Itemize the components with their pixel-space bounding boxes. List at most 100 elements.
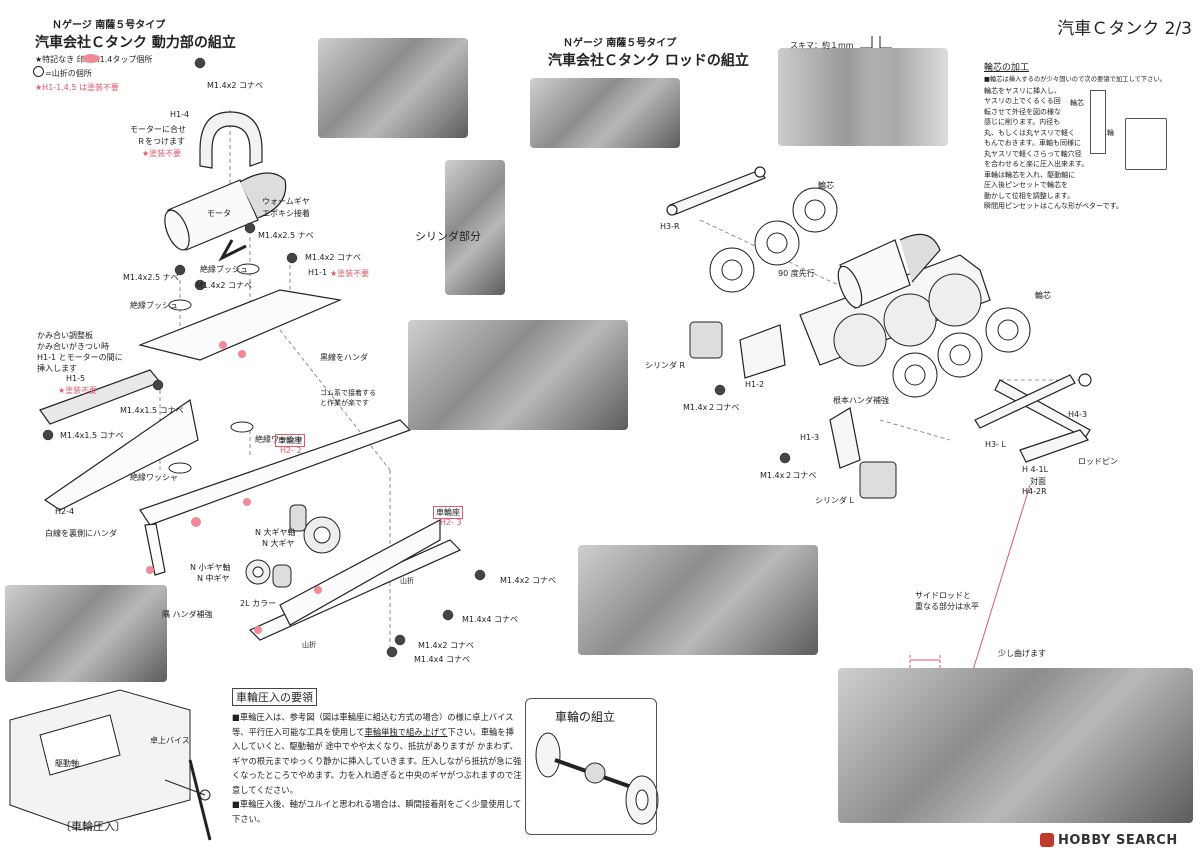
label-deg90: 90 度先行 bbox=[778, 269, 815, 278]
photo-motor-unit bbox=[318, 38, 468, 138]
press-caption: 〔車輪圧入〕 bbox=[60, 820, 126, 833]
label-rod-pin: ロッドピン bbox=[1078, 457, 1118, 466]
wheel-core-line: 瞬間用ピンセットはこんな形がベターです。 bbox=[984, 202, 1123, 210]
right-subtitle: Ｎゲージ 南薩５号タイプ bbox=[563, 38, 677, 49]
label-side-rod-2: 重なる部分は水平 bbox=[915, 602, 979, 611]
label-h1-5: H1-5 bbox=[66, 374, 86, 383]
wheel-assembly-box bbox=[525, 698, 657, 835]
logo-mark-icon bbox=[1040, 833, 1054, 847]
label-white-wire: 白線を裏側にハンダ bbox=[45, 529, 117, 538]
label-n-small-shaft: N 小ギヤ軸 bbox=[190, 563, 231, 572]
label-cylinder-part: シリンダ部分 bbox=[415, 230, 481, 243]
label-m14x2-top: M1.4x2 コナベ bbox=[207, 81, 263, 90]
label-bend-slightly: 少し曲げます bbox=[998, 649, 1046, 658]
label-taimen: 対面 bbox=[1030, 477, 1046, 486]
photo-wheel-set bbox=[578, 545, 818, 655]
label-m14x2-d: M1.4x2 コナベ bbox=[500, 576, 556, 585]
label-mesh-1: かみ合い調整板 bbox=[37, 331, 93, 340]
label-h2-3: H2- 3 bbox=[440, 518, 462, 527]
label-h3-r: H3-R bbox=[660, 222, 680, 231]
label-h4-1l: H 4-1L bbox=[1022, 465, 1049, 474]
photo-chassis-final bbox=[838, 668, 1193, 823]
press-text-1-underline: 車輪単独で組み上げて bbox=[364, 726, 448, 737]
label-yamaori-1: 山折 bbox=[400, 577, 414, 585]
label-m14x4-b: M1.4x4 コナベ bbox=[414, 655, 470, 664]
label-h1-3: H1-3 bbox=[800, 433, 820, 442]
wheel-core-line: 輪芯をヤスリに挿入し、 bbox=[984, 86, 1061, 95]
label-h1-1: H1-1 bbox=[308, 268, 328, 277]
label-cylinder-r: シリンダ R bbox=[645, 361, 686, 370]
label-wheel-seat-2: 車輪座 bbox=[433, 506, 463, 519]
wheel-core-line: 丸ヤスリで軽くさらって軸穴径 bbox=[984, 149, 1082, 158]
label-h4-3: H4-3 bbox=[1068, 410, 1088, 419]
wheel-core-lines: ■輪芯は挿入するのが少々固いので次の要領で加工して下さい。 輪芯をヤスリに挿入し… bbox=[984, 75, 1184, 212]
label-vise: 卓上バイス bbox=[150, 736, 190, 745]
label-rubber-1: ゴム系で接着する bbox=[320, 389, 376, 397]
label-h1-4: H1-4 bbox=[170, 110, 190, 119]
label-m14x15-b: M1.4x1.5 コナベ bbox=[60, 431, 124, 440]
label-insul-bush-1: 絶縁ブッシュ bbox=[200, 265, 248, 274]
left-title: 汽車会社Ｃタンク 動力部の組立 bbox=[35, 35, 236, 51]
wheel-core-line: を合わせると楽に圧入出来ます。 bbox=[984, 160, 1089, 168]
wheel-core-line: もんでおきます。車軸も同様に bbox=[984, 139, 1081, 147]
label-m14x25-b: M1.4x2.5 ナベ bbox=[123, 273, 179, 282]
photo-chassis-top bbox=[530, 78, 680, 148]
left-subtitle: Ｎゲージ 南薩５号タイプ bbox=[52, 20, 166, 31]
photo-cylinder-part bbox=[445, 160, 505, 295]
label-m14x2-c: M1.4x2 コナベ bbox=[196, 281, 252, 290]
label-wheel-core-1: 輪芯 bbox=[818, 181, 834, 190]
tap-mark-icon bbox=[82, 54, 100, 63]
label-m14x2-r2: M1.4x２コナベ bbox=[760, 471, 817, 480]
wheel-core-line: 動かして位相を調整します。 bbox=[984, 191, 1075, 200]
label-worm-gear: ウォームギヤ bbox=[262, 197, 310, 206]
label-no-paint-1: ★塗装不要 bbox=[142, 149, 182, 158]
label-n-big-gear: N 大ギヤ bbox=[262, 539, 295, 548]
wheel-core-line: ■輪芯は挿入するのが少々固いので次の要領で加工して下さい。 bbox=[984, 76, 1167, 83]
press-text-1: ■車輪圧入は、参考図（図は車輪座に組込む方式の場合）の様に卓上バイス等、平行圧入… bbox=[232, 710, 522, 797]
press-box: 車輪圧入の要領 ■車輪圧入は、参考図（図は車輪座に組込む方式の場合）の様に卓上バ… bbox=[228, 682, 526, 855]
legend-paint: ★H1-1,4,5 は塗装不要 bbox=[35, 83, 120, 92]
label-wheel-seat-1: 車輪座 bbox=[275, 434, 305, 447]
photo-vise-press bbox=[5, 585, 167, 682]
label-m14x4-a: M1.4x4 コナベ bbox=[462, 615, 518, 624]
photo-gear-gap bbox=[778, 48, 948, 146]
label-insul-washer-1: 絶縁ワッシャ bbox=[255, 435, 303, 444]
label-no-paint-2: ★塗装不要 bbox=[330, 269, 370, 278]
legend-fold: =山折の個所 bbox=[45, 69, 92, 78]
wheel-assembly-title: 車輪の組立 bbox=[555, 710, 616, 724]
wheel-diagram bbox=[1125, 118, 1167, 170]
wheel-core-line: 丸、もしくは丸ヤスリで軽く bbox=[984, 128, 1075, 137]
logo-text: HOBBY SEARCH bbox=[1058, 832, 1178, 848]
label-insul-bush-2: 絶縁ブッシュ bbox=[130, 301, 178, 310]
press-title: 車輪圧入の要領 bbox=[232, 688, 317, 706]
wheel-core-line: 圧入後ピンセットで輪芯を bbox=[984, 181, 1068, 189]
label-corner-solder: 隅 ハンダ補強 bbox=[162, 610, 213, 619]
wheel-core-line: 車輪は輪芯を入れ、駆動軸に bbox=[984, 170, 1076, 179]
label-r-attach: Ｒをつけます bbox=[137, 137, 185, 146]
right-title: 汽車会社Ｃタンク ロッドの組立 bbox=[548, 53, 749, 69]
label-epoxy: エポキシ接着 bbox=[262, 209, 310, 218]
label-side-wheel-core: 輪芯 bbox=[1070, 99, 1084, 107]
label-rubber-2: と作業が楽です bbox=[320, 399, 369, 407]
label-motor-fit: モーターに合せ bbox=[130, 125, 186, 134]
wheel-core-title: 輪芯の加工 bbox=[984, 63, 1030, 73]
fold-mark-icon bbox=[33, 66, 44, 77]
label-shaft: 駆動軸 bbox=[55, 759, 79, 768]
wheel-core-line: 感じに削ります。内径も bbox=[984, 118, 1061, 126]
label-motor: モータ bbox=[207, 209, 231, 218]
label-wheel-core-2: 輪芯 bbox=[1035, 291, 1051, 300]
label-side-wheel: 車輪 bbox=[1100, 129, 1114, 137]
label-no-paint-3: ★塗装不要 bbox=[58, 386, 98, 395]
label-h4-2r: H4-2R bbox=[1022, 487, 1047, 496]
label-n-mid-gear: N 中ギヤ bbox=[197, 574, 230, 583]
label-m14x2-b: M1.4x2 コナベ bbox=[305, 253, 361, 262]
label-black-wire: 黒線をハンダ bbox=[320, 353, 368, 362]
press-text-1b: 下さい。車輪を挿入していくと、駆動軸が 途中でやや太くなり、抵抗がありますが か… bbox=[232, 726, 522, 795]
label-n-big-shaft: N 大ギヤ軸 bbox=[255, 528, 296, 537]
label-h2-4: H2-4 bbox=[55, 507, 75, 516]
label-h2-2: H2- 2 bbox=[280, 446, 302, 455]
hobby-search-logo: HOBBY SEARCH bbox=[1040, 830, 1178, 850]
label-side-rod-1: サイドロッドと bbox=[915, 591, 971, 600]
press-text-1a: ■車輪圧入は、参考図（図は車輪座に組込む方式の場合）の様に卓上バイス等、平行圧入… bbox=[232, 712, 514, 737]
